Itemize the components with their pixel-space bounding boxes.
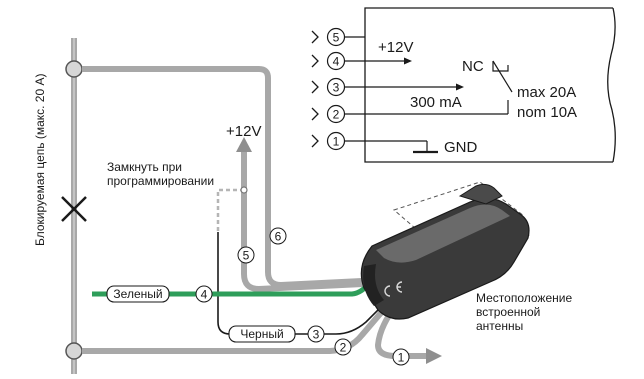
- wire-5: [241, 148, 364, 292]
- pin-4: 4: [311, 51, 365, 71]
- relay-switch-arm: [492, 60, 513, 93]
- pin-3-label: 3: [333, 81, 340, 95]
- plus12v-label: +12V: [226, 123, 261, 140]
- relay-gnd-label: GND: [444, 139, 478, 156]
- relay-nc-contact: [492, 61, 509, 72]
- plus12v-arrow-icon: [236, 137, 252, 152]
- blocked-circuit: Блокируемая цепь (макс. 20 A): [33, 38, 87, 374]
- antenna-label-line1: Местоположение: [476, 291, 572, 305]
- wire-badge-4: 4: [195, 285, 213, 303]
- black-wire-tag: Черный: [228, 325, 296, 343]
- grey-wires: [82, 66, 442, 364]
- wire-badge-6: 6: [269, 227, 287, 245]
- module-end-face: [363, 264, 384, 306]
- svg-text:3: 3: [313, 328, 320, 342]
- relay-box-outline: [364, 7, 613, 163]
- relay-box-cut-edge: [607, 7, 616, 163]
- bottom-junction: [65, 342, 83, 360]
- relay-current-label: 300 mA: [410, 94, 462, 111]
- svg-text:2: 2: [340, 341, 347, 355]
- green-wire-label: Зеленый: [113, 287, 162, 301]
- jumper-point: [240, 186, 248, 194]
- top-junction: [65, 60, 83, 78]
- blocked-circuit-label: Блокируемая цепь (макс. 20 A): [33, 74, 47, 247]
- svg-text:5: 5: [243, 249, 250, 263]
- relay-plus12v-label: +12V: [378, 39, 413, 56]
- relay-nom-label: nom 10A: [517, 104, 577, 121]
- pin-3: 3: [311, 77, 365, 97]
- black-wire-label: Черный: [240, 327, 283, 341]
- pin-4-label: 4: [333, 55, 340, 69]
- pin-2: 2: [311, 104, 365, 124]
- short-label-line2: программировании: [107, 174, 214, 188]
- program-jumper: [216, 186, 248, 232]
- antenna-label-line2: встроенной: [476, 305, 540, 319]
- module-body: [360, 197, 530, 320]
- wire-1-arrow-icon: [426, 348, 442, 364]
- module-cap: [458, 183, 503, 205]
- green-wire-tag: Зеленый: [106, 285, 170, 303]
- pin-1: 1: [311, 131, 365, 151]
- pin-2-label: 2: [333, 108, 340, 122]
- relay-nc-label: NC: [462, 58, 484, 75]
- cut-cross-icon: [61, 196, 87, 222]
- wire-6: [82, 66, 363, 288]
- antenna-label-line3: антенны: [476, 319, 523, 333]
- short-label-line1: Замкнуть при: [107, 160, 182, 174]
- relay-max-label: max 20A: [517, 84, 576, 101]
- immobilizer-module: [360, 181, 532, 320]
- svg-text:4: 4: [201, 288, 208, 302]
- ce-mark-icon: [384, 281, 403, 297]
- svg-text:6: 6: [275, 230, 282, 244]
- wire-badge-2: 2: [334, 338, 352, 356]
- pin-5: 5: [311, 27, 365, 47]
- svg-text:1: 1: [398, 351, 405, 365]
- relay-block: 5 4 3 2 1 +12V: [311, 7, 616, 163]
- pin-5-label: 5: [333, 31, 340, 45]
- wire-badge-5: 5: [237, 246, 255, 264]
- pin-1-label: 1: [333, 135, 340, 149]
- wire-badge-1: 1: [392, 348, 410, 366]
- wire-badge-3: 3: [307, 325, 325, 343]
